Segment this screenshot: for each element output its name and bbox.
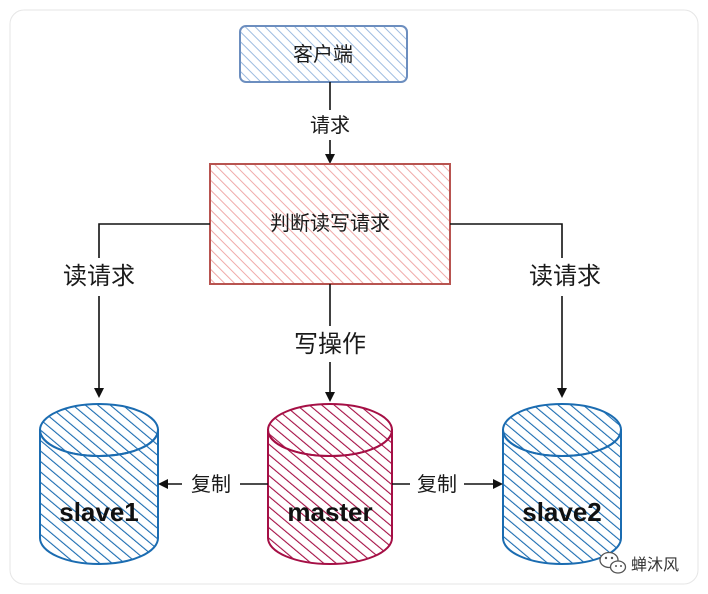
edge-replicate-right: 复制 — [392, 472, 503, 496]
edge-replicate-left: 复制 — [158, 472, 268, 496]
slave2-database: slave2 — [502, 403, 622, 565]
edge-request-label: 请求 — [310, 113, 350, 137]
watermark-text: 蝉沐风 — [631, 555, 679, 574]
client-node: 客户端 — [239, 25, 408, 83]
edge-replicate-left-label: 复制 — [191, 472, 231, 496]
client-label: 客户端 — [293, 42, 353, 66]
edge-write-label: 写操作 — [294, 330, 366, 358]
slave2-label: slave2 — [522, 497, 602, 527]
edge-read-left: 读请求 — [63, 223, 210, 398]
edge-read-right: 读请求 — [450, 223, 601, 398]
edge-write: 写操作 — [294, 284, 366, 402]
watermark: 蝉沐风 — [599, 551, 679, 574]
slave1-label: slave1 — [59, 497, 139, 527]
router-label: 判断读写请求 — [270, 211, 390, 235]
edge-request: 请求 — [310, 82, 350, 164]
master-label: master — [287, 497, 372, 527]
edge-read-left-label: 读请求 — [63, 262, 135, 290]
edge-replicate-right-label: 复制 — [417, 472, 457, 496]
wechat-icon — [599, 551, 627, 574]
slave1-database: slave1 — [39, 403, 159, 565]
master-database: master — [267, 403, 393, 565]
router-node: 判断读写请求 — [209, 163, 451, 285]
edge-read-right-label: 读请求 — [529, 262, 601, 290]
